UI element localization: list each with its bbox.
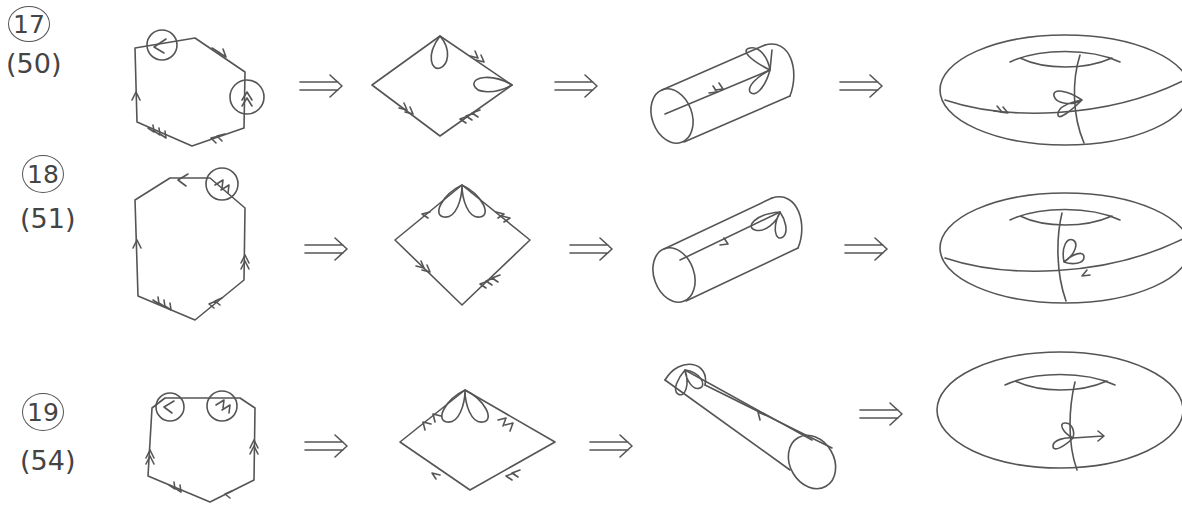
callout-number: 17 (13, 12, 45, 37)
torus (940, 193, 1182, 303)
diamond (400, 390, 555, 490)
implies-arrow (555, 75, 597, 97)
figure-number: (51) (20, 205, 75, 232)
cylinder (665, 364, 845, 497)
circled-number: 18 (22, 155, 64, 193)
cylinder (644, 44, 794, 149)
torus (937, 352, 1182, 470)
hexagon (132, 30, 264, 146)
implies-arrow (305, 435, 347, 457)
callout-number: 18 (27, 162, 59, 187)
hexagon (146, 391, 258, 502)
figure-number: (54) (20, 447, 75, 474)
implies-arrow (305, 238, 347, 260)
circled-number: 19 (22, 393, 64, 431)
implies-arrow (845, 238, 887, 260)
implies-arrow (300, 75, 342, 97)
figure-number: (50) (6, 50, 61, 77)
torus (940, 35, 1182, 145)
diamond (372, 36, 512, 136)
diamond (395, 185, 530, 305)
callout-number: 19 (27, 400, 59, 425)
cylinder (646, 197, 802, 308)
implies-arrow (840, 75, 882, 97)
implies-arrow (590, 435, 632, 457)
circled-number: 17 (8, 6, 50, 42)
hexagon (133, 168, 249, 320)
implies-arrow (570, 238, 612, 260)
implies-arrow (860, 403, 902, 425)
